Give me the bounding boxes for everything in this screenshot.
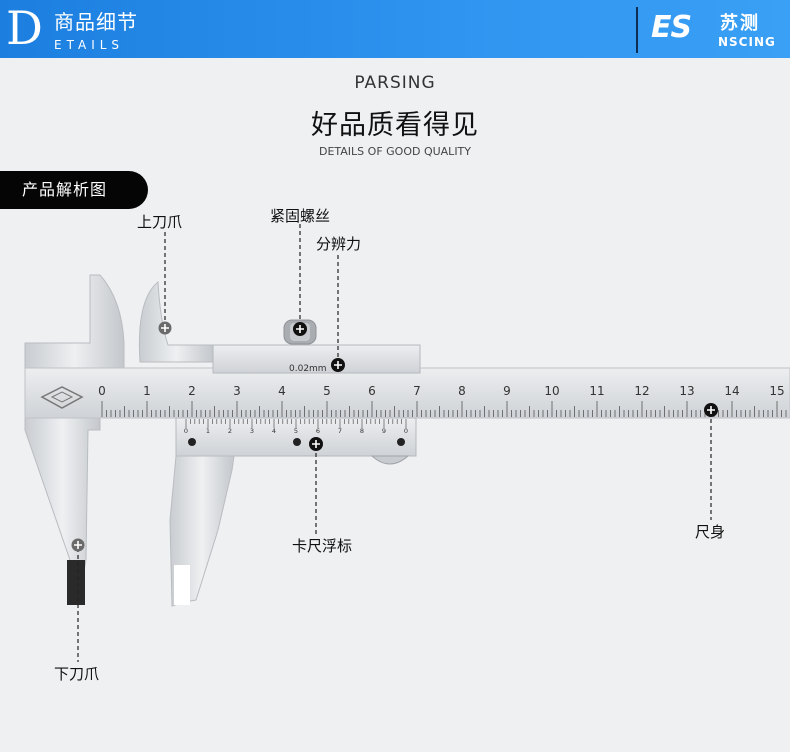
header-title: 商品细节 — [54, 10, 138, 34]
plus-marker-icon — [158, 321, 172, 335]
marker-dots — [71, 321, 718, 552]
header-initial: D — [6, 1, 43, 55]
rivet-icon — [188, 438, 196, 446]
slider-top-bar — [212, 344, 421, 374]
label-vernier: 卡尺浮标 — [292, 537, 353, 555]
plus-marker-icon — [293, 322, 307, 336]
vernier-number: 9 — [382, 427, 386, 435]
vernier-number: 0 — [404, 427, 408, 435]
vernier-number: 7 — [338, 427, 342, 435]
header-banner: D 商品细节 ETAILS ES 苏测 NSCING — [0, 0, 790, 58]
fixed-jaw — [24, 274, 125, 606]
vernier-number: 1 — [206, 427, 210, 435]
section-title: 好品质看得见 — [311, 110, 479, 141]
vernier-number: 5 — [294, 427, 298, 435]
plus-marker-icon — [704, 403, 718, 417]
vernier-number: 3 — [250, 427, 254, 435]
label-upper-jaw: 上刀爪 — [137, 213, 183, 231]
vernier-number: 2 — [228, 427, 232, 435]
resolution-marking: 0.02mm — [289, 364, 327, 374]
leader-lines — [77, 224, 712, 662]
main-scale-number: 7 — [413, 384, 421, 398]
main-scale-number: 13 — [679, 384, 694, 398]
section-subtitle: DETAILS OF GOOD QUALITY — [319, 145, 471, 158]
plus-marker-icon — [309, 437, 323, 451]
main-scale-number: 10 — [544, 384, 559, 398]
rivet-icon — [293, 438, 301, 446]
label-lock-screw: 紧固螺丝 — [270, 207, 331, 225]
jaw-highlight — [174, 565, 190, 605]
main-scale-number: 3 — [233, 384, 241, 398]
main-scale-number: 0 — [98, 384, 106, 398]
main-scale-number: 4 — [278, 384, 286, 398]
sliding-upper-jaw — [138, 280, 214, 363]
header-divider — [636, 7, 638, 53]
section-kicker: PARSING — [354, 73, 436, 93]
main-beam — [24, 367, 790, 419]
main-scale-number: 12 — [634, 384, 649, 398]
plus-marker-icon — [71, 538, 85, 552]
brand-name-en: NSCING — [718, 35, 776, 49]
maker-diamond-icon — [40, 386, 84, 409]
rivet-icon — [397, 438, 405, 446]
main-scale-ticks — [101, 401, 787, 417]
vernier-scale-ticks — [185, 419, 407, 428]
vernier-number: 0 — [184, 427, 188, 435]
main-scale-number: 6 — [368, 384, 376, 398]
main-scale-number: 9 — [503, 384, 511, 398]
brand-logo-icon: ES — [651, 10, 692, 45]
main-scale-number: 14 — [724, 384, 739, 398]
plus-marker-icon — [331, 358, 345, 372]
main-scale-number: 11 — [589, 384, 604, 398]
vernier-number: 4 — [272, 427, 276, 435]
label-main-beam: 尺身 — [695, 523, 726, 541]
main-scale-number: 8 — [458, 384, 466, 398]
main-scale-number: 5 — [323, 384, 331, 398]
main-scale-number: 1 — [143, 384, 151, 398]
vernier-number: 8 — [360, 427, 364, 435]
main-scale-number: 15 — [769, 384, 784, 398]
vernier-number: 6 — [316, 427, 320, 435]
main-scale-number: 2 — [188, 384, 196, 398]
label-lower-jaw: 下刀爪 — [54, 665, 100, 683]
label-resolution: 分辨力 — [316, 235, 362, 253]
thumb-wheel — [370, 455, 410, 465]
header-subtitle: ETAILS — [54, 38, 125, 52]
product-analysis-label: 产品解析图 — [0, 171, 148, 209]
brand-name: 苏测 — [720, 13, 760, 34]
vernier-scale-numbers: 0 1 2 3 4 5 6 7 8 9 0 — [184, 427, 408, 435]
